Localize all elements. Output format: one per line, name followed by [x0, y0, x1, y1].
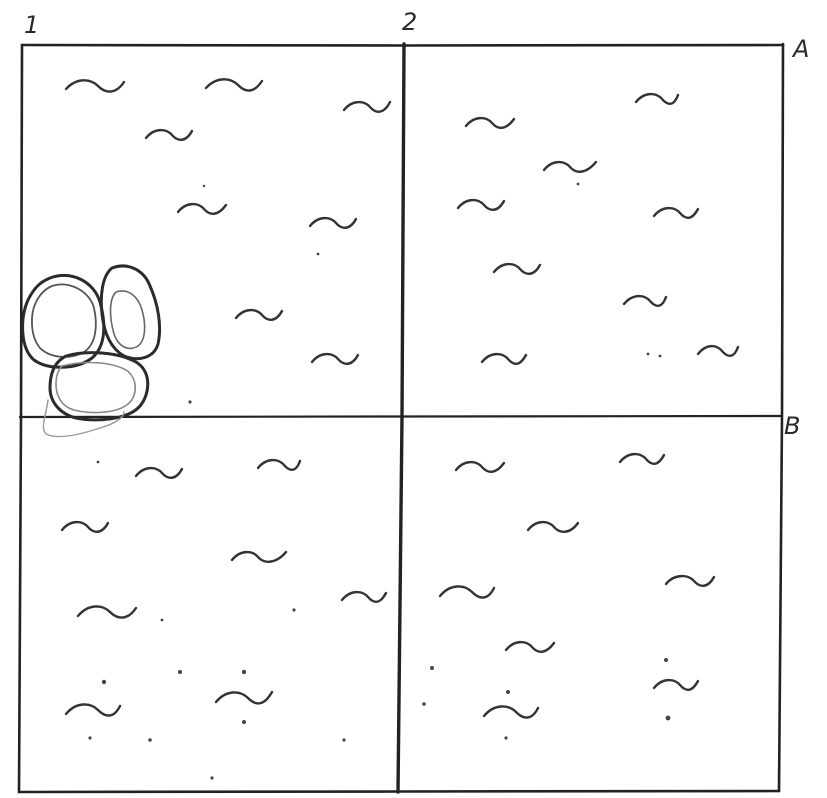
dot	[504, 736, 507, 739]
dot	[203, 185, 205, 187]
stone-outline	[111, 291, 145, 348]
dot	[422, 702, 426, 706]
dot	[292, 608, 295, 611]
stone-outline	[56, 363, 135, 413]
dot	[577, 183, 580, 186]
dot	[178, 670, 182, 674]
column-label-2: 2	[402, 8, 417, 36]
dot	[664, 658, 668, 662]
dot	[188, 400, 191, 403]
tilde-icon	[494, 264, 540, 274]
row-label-b: B	[784, 412, 800, 440]
dot	[342, 738, 345, 741]
dot	[430, 666, 434, 670]
dot	[210, 776, 213, 779]
tilde-icon	[544, 162, 596, 172]
dot	[317, 253, 320, 256]
dot	[659, 355, 662, 358]
tilde-icon	[136, 468, 182, 478]
tilde-icon	[62, 522, 108, 532]
tilde-icon	[66, 704, 120, 715]
tilde-icon	[344, 102, 390, 112]
tilde-icon	[624, 296, 666, 306]
tilde-icon	[178, 204, 226, 214]
tilde-icon	[482, 354, 526, 364]
dot	[647, 353, 650, 356]
tilde-icon	[312, 354, 358, 364]
grid-line-middle-vertical	[398, 44, 404, 792]
grid-line-left	[19, 45, 22, 792]
dot	[506, 690, 510, 694]
tilde-icon	[458, 200, 504, 210]
tilde-icon	[484, 706, 538, 717]
tilde-icon	[66, 80, 124, 91]
tilde-icon	[206, 79, 262, 90]
tilde-icon	[258, 460, 300, 470]
grid-line-right	[779, 44, 783, 791]
tilde-icon	[310, 218, 356, 228]
column-label-1: 1	[24, 11, 39, 39]
tilde-icon	[698, 346, 738, 356]
tilde-icon	[466, 118, 514, 128]
tilde-icon	[232, 552, 286, 562]
tilde-icon	[236, 310, 282, 320]
stone-outline	[32, 284, 96, 357]
dot	[242, 670, 246, 674]
tilde-icon	[654, 208, 698, 218]
dot	[161, 619, 164, 622]
tilde-icon	[654, 680, 698, 690]
stone-cluster-icon	[23, 266, 160, 436]
tilde-icon	[440, 586, 494, 597]
pencil-dots	[88, 183, 670, 780]
tilde-icon	[146, 130, 192, 140]
row-label-a: A	[791, 35, 809, 63]
tilde-icon	[78, 606, 136, 617]
tilde-icon	[342, 592, 386, 602]
dot	[102, 680, 106, 684]
tilde-icon	[216, 692, 272, 703]
tilde-icon	[620, 454, 664, 464]
tilde-icon	[528, 522, 578, 532]
tilde-icon	[456, 462, 504, 472]
dot	[242, 720, 246, 724]
dot	[97, 461, 100, 464]
dot	[88, 736, 91, 739]
tilde-icon	[506, 642, 554, 652]
tilde-icon	[636, 94, 678, 104]
dot	[148, 738, 152, 742]
tilde-icon	[666, 576, 714, 586]
dot	[666, 716, 671, 721]
